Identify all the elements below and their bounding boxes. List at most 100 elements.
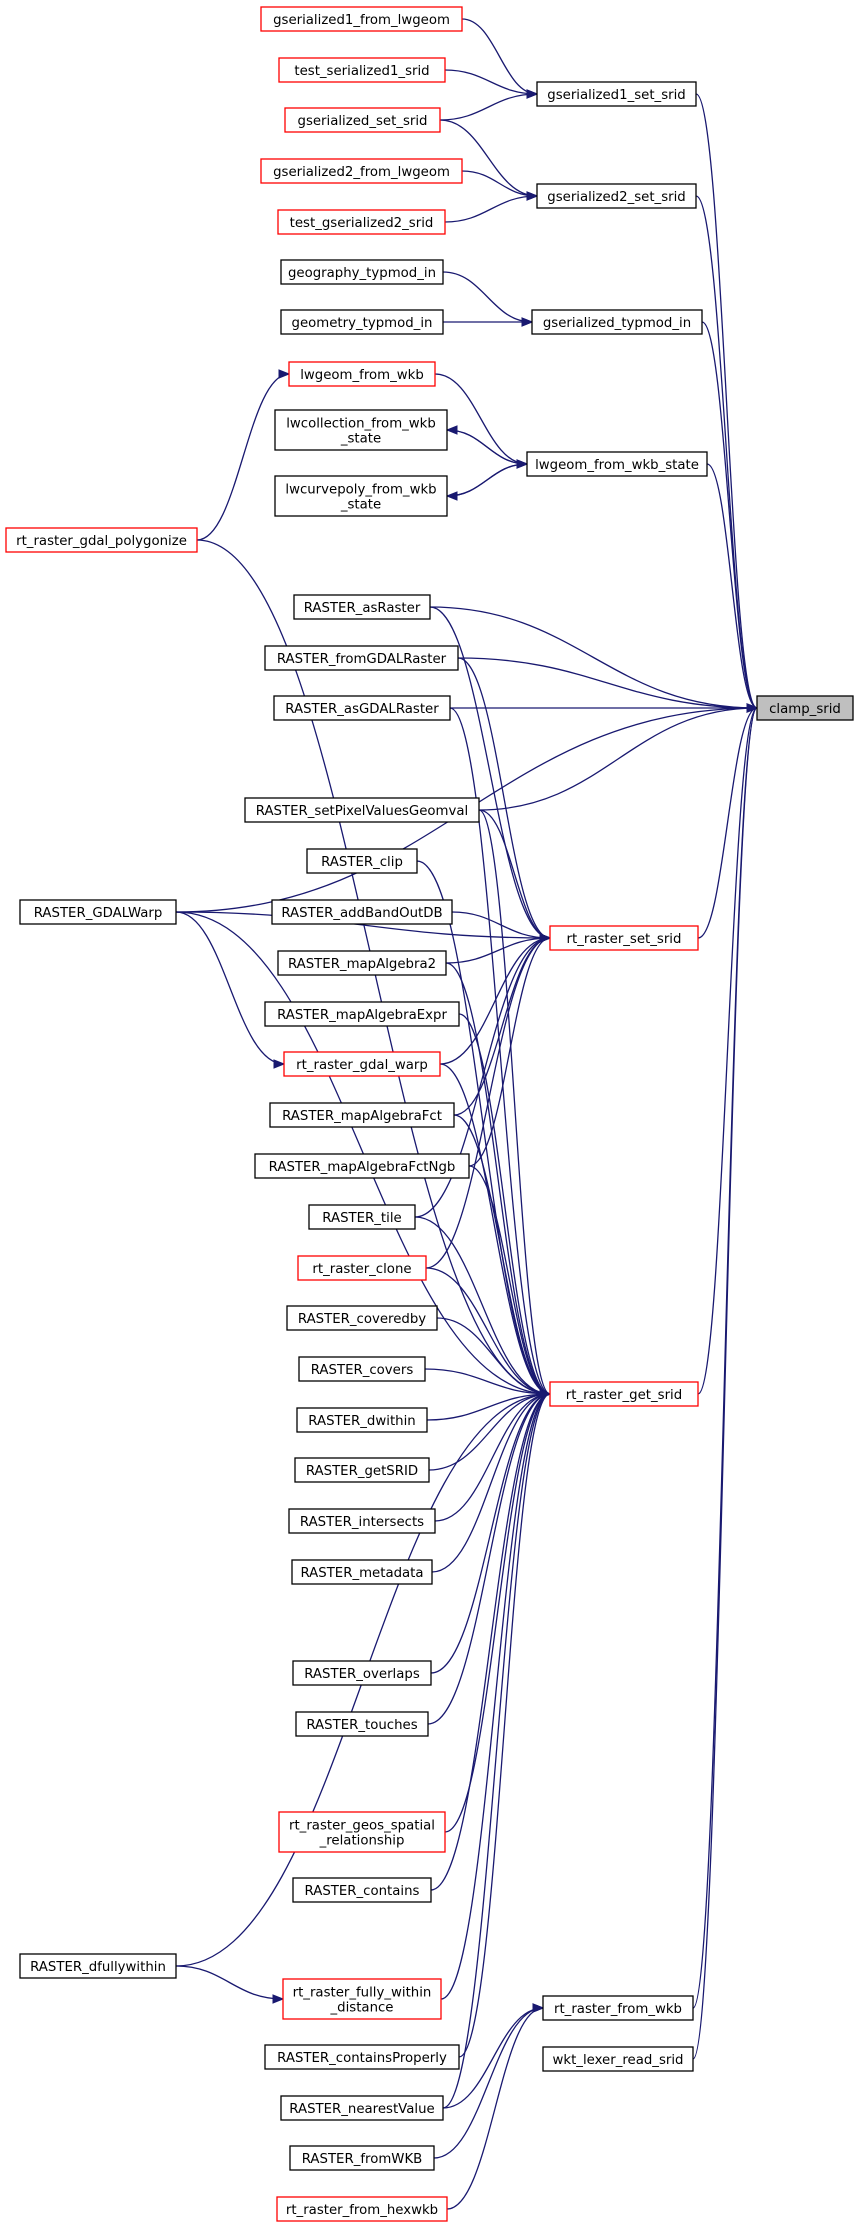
node-label: gserialized1_from_lwgeom <box>273 13 450 28</box>
node-rt-raster-fully-within-distance[interactable]: rt_raster_fully_within_distance <box>282 1978 442 2020</box>
node-label: rt_raster_clone <box>312 1262 411 1277</box>
edge-raster-getsrid-to-rt-raster-get-srid <box>428 1393 551 1471</box>
node-label: rt_raster_fully_within <box>293 1986 432 2001</box>
node-wkt-lexer-read-srid[interactable]: wkt_lexer_read_srid <box>542 2046 694 2072</box>
node-gserialized-set-srid[interactable]: gserialized_set_srid <box>284 107 441 133</box>
edge-raster-mapalgebrafct-to-rt-raster-get-srid <box>453 1114 551 1395</box>
node-raster-mapalgebraexpr[interactable]: RASTER_mapAlgebraExpr <box>264 1001 460 1027</box>
node-label: RASTER_coveredby <box>298 1312 426 1327</box>
edge-rt-raster-set-srid-to-clamp-srid <box>697 707 758 939</box>
node-gserialized-typmod-in[interactable]: gserialized_typmod_in <box>531 309 703 335</box>
node-rt-raster-set-srid[interactable]: rt_raster_set_srid <box>549 925 699 951</box>
node-raster-intersects[interactable]: RASTER_intersects <box>288 1508 436 1534</box>
edge-raster-dwithin-to-rt-raster-get-srid <box>426 1393 551 1421</box>
edge-raster-mapalgebrafctngb-to-rt-raster-get-srid <box>468 1165 551 1395</box>
node-raster-metadata[interactable]: RASTER_metadata <box>291 1559 433 1585</box>
node-lwgeom-from-wkb-state[interactable]: lwgeom_from_wkb_state <box>526 451 708 477</box>
node-label: RASTER_fromWKB <box>302 2152 423 2167</box>
node-box <box>536 183 697 209</box>
node-label: RASTER_nearestValue <box>289 2102 434 2117</box>
node-raster-setpixelvaluesgeomval[interactable]: RASTER_setPixelValuesGeomval <box>244 797 480 823</box>
edge-raster-setpixelvaluesgeomval-to-rt-raster-get-srid <box>478 809 551 1395</box>
node-raster-addbandoutdb[interactable]: RASTER_addBandOutDB <box>271 899 453 925</box>
edge-raster-asraster-to-rt-raster-set-srid <box>429 606 551 939</box>
edge-raster-contains-to-rt-raster-get-srid <box>430 1393 551 1891</box>
node-rt-raster-clone[interactable]: rt_raster_clone <box>297 1255 427 1281</box>
node-box <box>542 1995 694 2021</box>
node-geometry-typmod-in[interactable]: geometry_typmod_in <box>280 309 444 335</box>
edge-raster-touches-to-rt-raster-get-srid <box>427 1393 551 1725</box>
node-rt-raster-gdal-polygonize[interactable]: rt_raster_gdal_polygonize <box>5 527 198 553</box>
arrowhead <box>539 933 552 943</box>
node-raster-mapalgebrafct[interactable]: RASTER_mapAlgebraFct <box>269 1102 455 1128</box>
edge-rt-raster-from-hexwkb-to-rt-raster-from-wkb <box>446 2007 544 2210</box>
node-lwcollection-from-wkb-state[interactable]: lwcollection_from_wkb_state <box>274 409 448 451</box>
node-label: gserialized2_set_srid <box>547 190 685 205</box>
node-geography-typmod-in[interactable]: geography_typmod_in <box>280 259 444 285</box>
node-raster-nearestvalue[interactable]: RASTER_nearestValue <box>280 2095 444 2121</box>
node-label: rt_raster_from_wkb <box>554 2002 682 2017</box>
node-rt-raster-from-hexwkb[interactable]: rt_raster_from_hexwkb <box>276 2196 448 2222</box>
node-box <box>5 527 198 553</box>
node-raster-getsrid[interactable]: RASTER_getSRID <box>294 1457 430 1483</box>
node-raster-mapalgebrafctngb[interactable]: RASTER_mapAlgebraFctNgb <box>254 1153 470 1179</box>
edge-test-gserialized2-srid-to-gserialized2-set-srid <box>444 195 538 223</box>
edge-raster-overlaps-to-rt-raster-get-srid <box>430 1393 551 1674</box>
edge-raster-nearestvalue-to-rt-raster-get-srid <box>442 1393 551 2109</box>
edge-raster-setpixelvaluesgeomval-to-rt-raster-set-srid <box>478 809 551 939</box>
node-rt-raster-geos-spatial-relationship[interactable]: rt_raster_geos_spatial_relationship <box>278 1811 446 1853</box>
node-gserialized2-from-lwgeom[interactable]: gserialized2_from_lwgeom <box>260 158 463 184</box>
node-label: rt_raster_from_hexwkb <box>286 2203 438 2218</box>
node-test-gserialized2-srid[interactable]: test_gserialized2_srid <box>277 209 446 235</box>
node-label: wkt_lexer_read_srid <box>553 2053 684 2068</box>
node-clamp-srid[interactable]: clamp_srid <box>756 695 854 721</box>
node-gserialized2-set-srid[interactable]: gserialized2_set_srid <box>536 183 697 209</box>
node-label: _state <box>340 498 381 513</box>
node-lwgeom-from-wkb[interactable]: lwgeom_from_wkb <box>288 361 436 387</box>
node-raster-fromwkb[interactable]: RASTER_fromWKB <box>289 2145 435 2171</box>
node-raster-mapalgebra2[interactable]: RASTER_mapAlgebra2 <box>277 950 447 976</box>
node-raster-touches[interactable]: RASTER_touches <box>295 1711 429 1737</box>
arrowhead <box>516 459 529 469</box>
node-box <box>280 2095 444 2121</box>
node-label: RASTER_asRaster <box>304 601 421 616</box>
node-raster-overlaps[interactable]: RASTER_overlaps <box>292 1660 432 1686</box>
node-raster-tile[interactable]: RASTER_tile <box>308 1204 416 1230</box>
node-box <box>288 1508 436 1534</box>
node-box <box>756 695 854 721</box>
node-raster-gdalwarp[interactable]: RASTER_GDALWarp <box>19 899 177 925</box>
node-label: gserialized1_set_srid <box>547 88 685 103</box>
edge-raster-mapalgebraexpr-to-rt-raster-get-srid <box>458 1013 551 1395</box>
node-gserialized1-set-srid[interactable]: gserialized1_set_srid <box>536 81 697 107</box>
arrowhead <box>746 703 759 713</box>
node-label: RASTER_intersects <box>300 1515 424 1530</box>
node-raster-dwithin[interactable]: RASTER_dwithin <box>296 1407 428 1433</box>
node-raster-contains[interactable]: RASTER_contains <box>292 1877 432 1903</box>
node-label: rt_raster_gdal_warp <box>296 1058 428 1073</box>
edge-geography-typmod-in-to-gserialized-typmod-in <box>442 271 533 323</box>
node-lwcurvepoly-from-wkb-state[interactable]: lwcurvepoly_from_wkb_state <box>274 475 448 517</box>
node-rt-raster-gdal-warp[interactable]: rt_raster_gdal_warp <box>283 1051 441 1077</box>
edge-lwgeom-from-wkb-to-lwgeom-from-wkb-state <box>434 373 528 465</box>
node-test-serialized1-srid[interactable]: test_serialized1_srid <box>278 57 446 83</box>
node-raster-dfullywithin[interactable]: RASTER_dfullywithin <box>19 1953 177 1979</box>
node-raster-fromgdalraster[interactable]: RASTER_fromGDALRaster <box>264 645 459 671</box>
edge-lwgeom-from-wkb-state-to-clamp-srid <box>706 463 758 709</box>
edge-gserialized-set-srid-to-gserialized2-set-srid <box>439 119 538 197</box>
node-rt-raster-get-srid[interactable]: rt_raster_get_srid <box>549 1381 699 1407</box>
edge-rt-raster-gdal-polygonize-to-lwgeom-from-wkb <box>196 373 290 541</box>
node-box <box>19 899 177 925</box>
node-raster-containsproperly[interactable]: RASTER_containsProperly <box>264 2044 460 2070</box>
edge-rt-raster-gdal-warp-to-rt-raster-set-srid <box>439 937 551 1065</box>
node-gserialized1-from-lwgeom[interactable]: gserialized1_from_lwgeom <box>260 6 463 32</box>
edge-raster-gdalwarp-to-rt-raster-gdal-warp <box>175 911 285 1065</box>
node-raster-asgdalraster[interactable]: RASTER_asGDALRaster <box>273 695 451 721</box>
node-raster-coveredby[interactable]: RASTER_coveredby <box>286 1305 438 1331</box>
node-raster-clip[interactable]: RASTER_clip <box>306 848 418 874</box>
node-rt-raster-from-wkb[interactable]: rt_raster_from_wkb <box>542 1995 694 2021</box>
node-box <box>273 695 451 721</box>
arrowhead <box>526 191 539 201</box>
arrowhead <box>521 317 534 327</box>
node-raster-asraster[interactable]: RASTER_asRaster <box>293 594 431 620</box>
node-raster-covers[interactable]: RASTER_covers <box>298 1356 426 1382</box>
